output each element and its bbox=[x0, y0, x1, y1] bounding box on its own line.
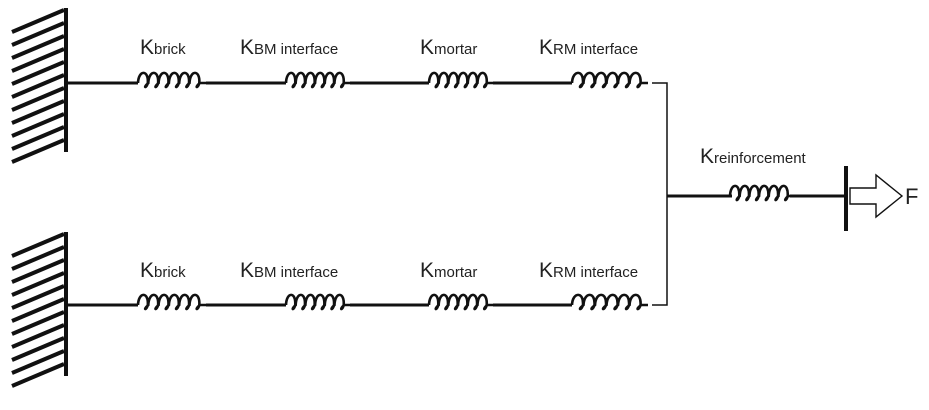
parallel-connector bbox=[652, 82, 668, 306]
wall-hatch-line bbox=[11, 258, 65, 284]
spring-label-row0-3: KRM interface bbox=[539, 36, 638, 59]
wall-hatch-line bbox=[11, 21, 65, 47]
spring-label-row0-1: KBM interface bbox=[240, 36, 338, 59]
wall-hatch-line bbox=[11, 47, 65, 73]
wall-hatch-line bbox=[11, 232, 65, 258]
wall-hatch-line bbox=[11, 34, 65, 60]
reinforcement-branch bbox=[667, 166, 904, 231]
force-arrow bbox=[849, 173, 904, 219]
spring-coil-row0-0 bbox=[136, 71, 206, 89]
wall-hatch-line bbox=[11, 245, 65, 271]
spring-row-top bbox=[66, 71, 648, 89]
force-label: F bbox=[905, 184, 918, 209]
wall-hatch-line bbox=[11, 362, 65, 388]
wall-hatch-line bbox=[11, 310, 65, 336]
spring-label-row0-0: Kbrick bbox=[140, 36, 186, 59]
wall-hatch-line bbox=[11, 284, 65, 310]
wall-hatch-line bbox=[11, 336, 65, 362]
spring-label-row1-1: KBM interface bbox=[240, 259, 338, 282]
wall-hatch-line bbox=[11, 86, 65, 112]
wall-hatch-line bbox=[11, 112, 65, 138]
spring-coil-reinforcement bbox=[728, 184, 794, 202]
spring-coil-row0-2 bbox=[427, 71, 493, 89]
wall-hatch-line bbox=[11, 349, 65, 375]
wall-hatch-line bbox=[11, 73, 65, 99]
spring-coil-row1-0 bbox=[136, 293, 206, 311]
spring-label-reinforcement: Kreinforcement bbox=[700, 145, 807, 168]
spring-coil-row0-1 bbox=[284, 71, 350, 89]
spring-label-row0-2: Kmortar bbox=[420, 36, 477, 59]
wall-hatch-line bbox=[11, 60, 65, 86]
wall-hatch-line bbox=[11, 8, 65, 34]
spring-coil-row1-3 bbox=[570, 293, 648, 311]
wall-hatch-line bbox=[11, 138, 65, 164]
spring-coil-row0-3 bbox=[570, 71, 648, 89]
spring-coil-row1-1 bbox=[284, 293, 350, 311]
fixed-wall-bottom bbox=[11, 232, 68, 388]
wall-hatch-line bbox=[11, 271, 65, 297]
fixed-wall-top bbox=[11, 8, 68, 164]
spring-label-row1-2: Kmortar bbox=[420, 259, 477, 282]
spring-label-row1-3: KRM interface bbox=[539, 259, 638, 282]
spring-coil-row1-2 bbox=[427, 293, 493, 311]
spring-labels: Kbrick KBM interface Kmortar KRM interfa… bbox=[140, 36, 918, 282]
wall-hatch-line bbox=[11, 297, 65, 323]
wall-hatch-line bbox=[11, 125, 65, 151]
spring-row-bottom bbox=[66, 293, 648, 311]
wall-hatch-line bbox=[11, 323, 65, 349]
wall-hatch-line bbox=[11, 99, 65, 125]
spring-label-row1-0: Kbrick bbox=[140, 259, 186, 282]
